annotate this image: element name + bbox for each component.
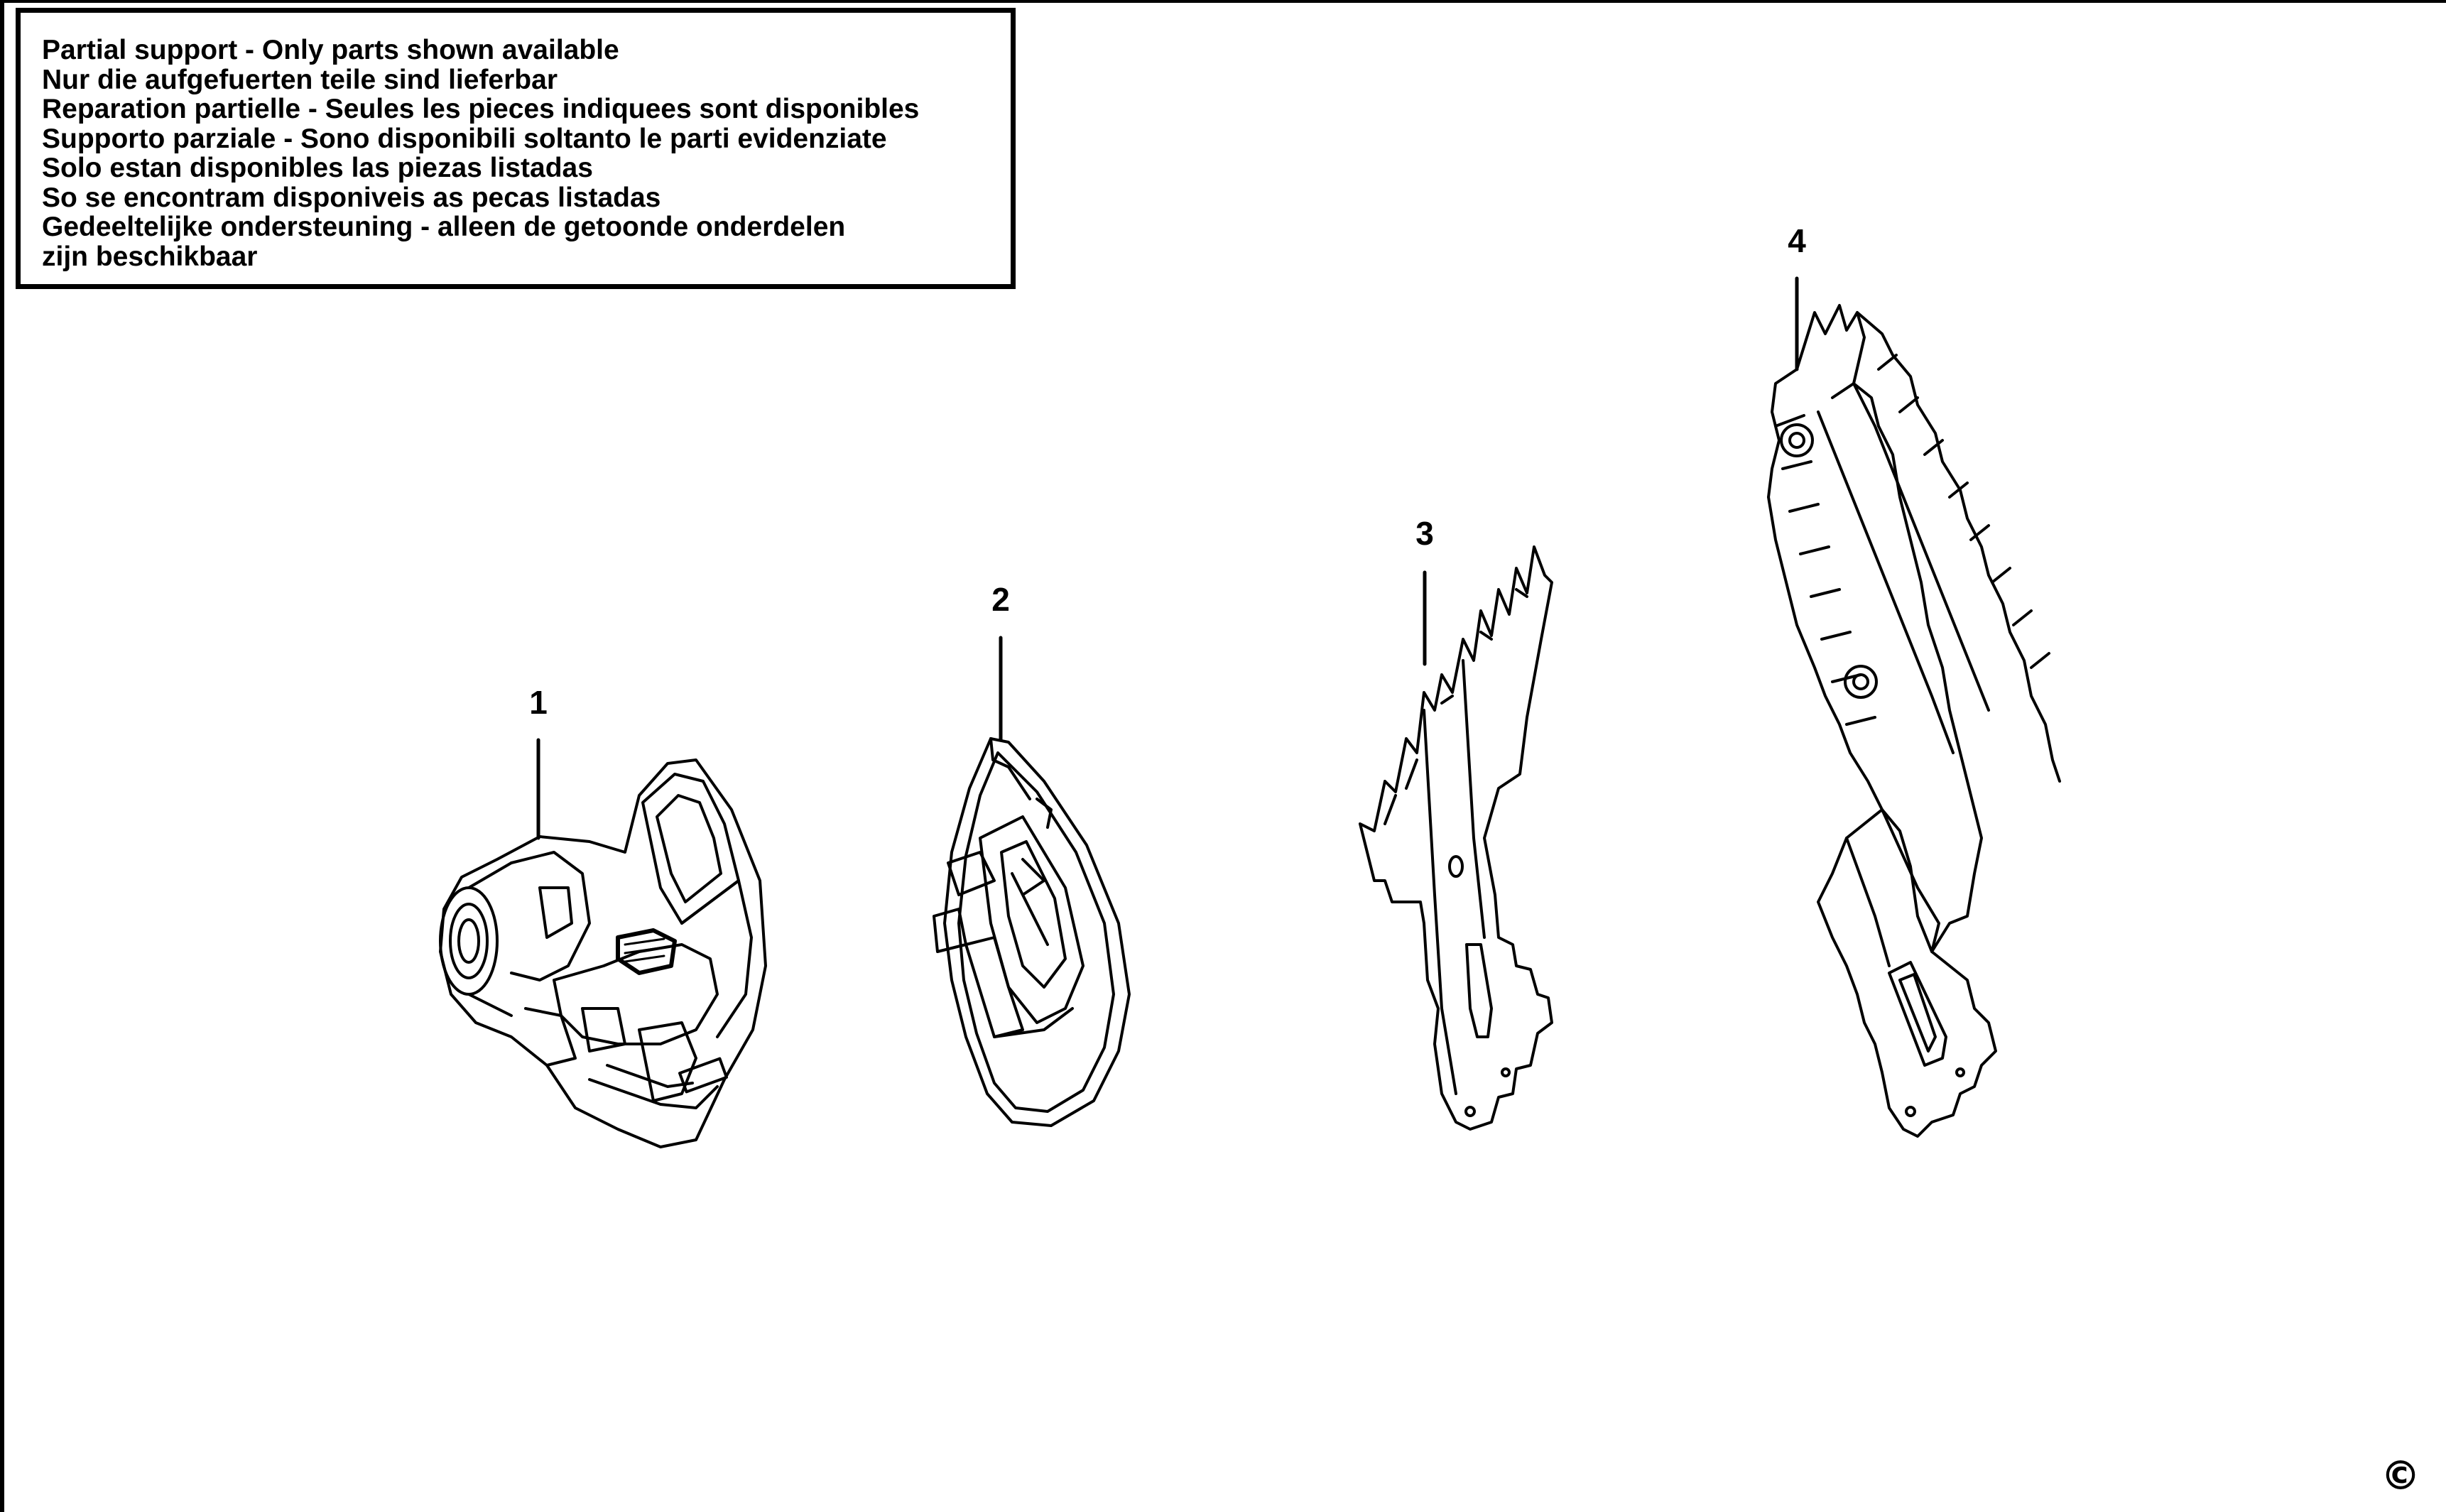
part-1-callout-number: 1 [529, 684, 548, 721]
notice-line-2: Nur die aufgefuerten teile sind lieferba… [42, 64, 558, 95]
notice-line-3: Reparation partielle - Seules les pieces… [42, 94, 920, 124]
part-2[interactable]: 2 [933, 581, 1131, 1127]
short-blade-icon [1359, 545, 1553, 1131]
gearbox-housing-icon [439, 758, 767, 1148]
notice-line-1: Partial support - Only parts shown avail… [42, 35, 619, 65]
cover-plate-icon [933, 737, 1131, 1127]
part-4-callout-number: 4 [1788, 222, 1806, 259]
part-2-callout-number: 2 [991, 581, 1010, 618]
notice-line-5: Solo estan disponibles las piezas listad… [42, 153, 593, 183]
part-1[interactable]: 1 [439, 684, 767, 1148]
part-3-callout-number: 3 [1415, 515, 1434, 552]
availability-notice-box: Partial support - Only parts shown avail… [16, 8, 1016, 289]
notice-line-7: Gedeeltelijke ondersteuning - alleen de … [42, 212, 846, 242]
long-blade-icon [1767, 304, 2061, 1138]
notice-line-6: So se encontram disponiveis as pecas lis… [42, 182, 661, 213]
copyright-symbol: © [2381, 1453, 2420, 1499]
part-4[interactable]: 4 [1767, 222, 2061, 1138]
notice-line-8: zijn beschikbaar [42, 241, 258, 272]
notice-line-4: Supporto parziale - Sono disponibili sol… [42, 123, 887, 154]
part-3[interactable]: 3 [1359, 515, 1553, 1131]
